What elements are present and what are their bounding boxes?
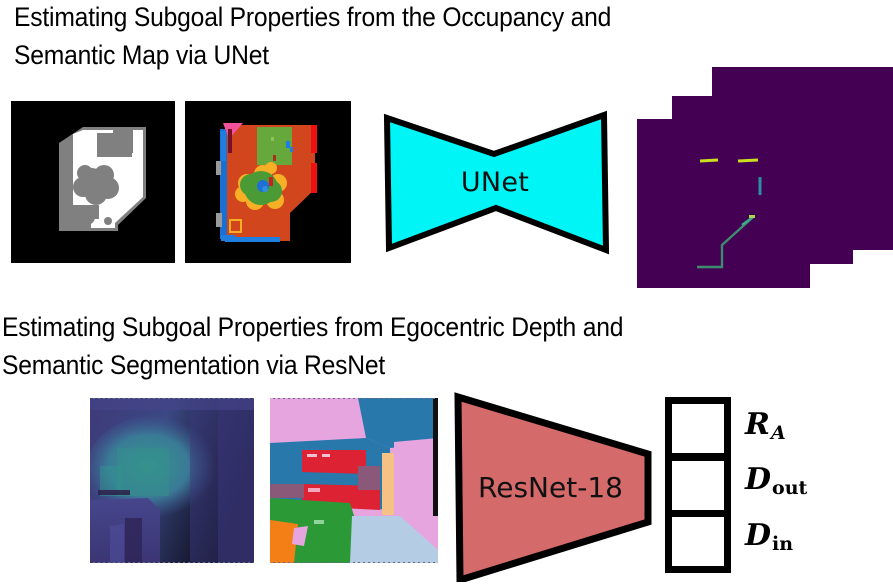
output-label-ra-subscript: A — [770, 422, 786, 444]
semantic-map-image — [185, 101, 351, 263]
output-cell-ra[interactable] — [672, 404, 724, 453]
depth-image-svg — [90, 398, 254, 563]
top-section-heading: Estimating Subgoal Properties from the O… — [14, 2, 612, 70]
output-label-dout-subscript: out — [772, 477, 808, 499]
occupancy-map-image — [11, 101, 175, 263]
output-vector-boxes — [665, 397, 731, 573]
output-label-dout-symbol: D — [745, 462, 772, 497]
unet-shape — [383, 110, 610, 255]
feature-map-segments — [697, 158, 762, 269]
unet-model-block[interactable]: UNet — [378, 110, 612, 255]
output-label-ra: RA — [745, 407, 786, 444]
feature-map-layer-front — [637, 119, 810, 288]
feature-map-dashed-edge — [810, 260, 853, 264]
depth-image-top-border — [90, 398, 254, 399]
output-label-dout: Dout — [745, 462, 808, 499]
semantic-map-svg — [185, 101, 351, 263]
resnet-shape — [454, 392, 652, 585]
resnet-model-block[interactable]: ResNet-18 — [450, 392, 660, 585]
occupancy-map-svg — [11, 101, 175, 263]
semantic-segmentation-image — [270, 398, 438, 563]
depth-image-bottom-border — [90, 562, 254, 563]
segmentation-image-bottom-border — [270, 562, 438, 563]
egocentric-depth-image — [90, 398, 254, 563]
bottom-section-heading: Estimating Subgoal Properties from Egoce… — [2, 312, 624, 380]
segmentation-image-svg — [270, 398, 438, 563]
output-label-din: Din — [745, 518, 794, 555]
output-cell-dout[interactable] — [672, 460, 724, 510]
output-label-ra-symbol: R — [745, 407, 770, 442]
feature-map-stack — [630, 60, 893, 290]
output-cell-din[interactable] — [672, 517, 724, 566]
segmentation-image-top-border — [270, 398, 438, 399]
output-label-din-symbol: D — [745, 518, 772, 553]
output-label-din-subscript: in — [772, 533, 794, 555]
